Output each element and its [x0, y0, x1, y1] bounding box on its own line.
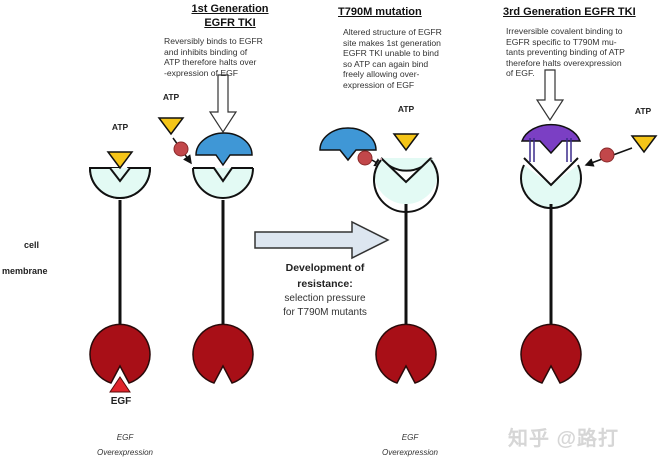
- panel-3-title: 3rd Generation EGFR TKI: [503, 6, 636, 18]
- egf-overexpression-1: EGF Overexpression: [85, 430, 165, 460]
- panel-2-description: Altered structure of EGFR site makes 1st…: [343, 27, 473, 90]
- atp-label-2: ATP: [162, 92, 180, 102]
- resistance-line2: resistance:: [297, 278, 353, 290]
- desc-line: -expression of EGF: [164, 67, 239, 78]
- desc-line: so ATP can again bind: [343, 58, 429, 69]
- panel-2-title: T790M mutation: [338, 6, 422, 18]
- membrane-label: membrane: [2, 266, 48, 276]
- desc-line: site makes 1st generation: [343, 37, 441, 48]
- atp-triangle-1: [106, 151, 134, 170]
- phosphate-4: [599, 147, 615, 163]
- egf-triangle: [109, 376, 131, 393]
- desc-line: Altered structure of EGFR: [343, 27, 442, 37]
- atp-triangle-4: [630, 135, 658, 154]
- tki-1st-gen-unbound: [319, 127, 377, 162]
- atp-triangle-2: [157, 117, 185, 136]
- receptor-4-mutant: [520, 157, 582, 384]
- cell-label: cell: [24, 240, 40, 250]
- receptor-3-mutant: [373, 157, 439, 384]
- desc-line: Irreversible covalent binding to: [506, 26, 623, 36]
- desc-line: EGFR TKI unable to bind: [343, 48, 439, 58]
- hollow-arrow-down-1: [208, 74, 238, 134]
- panel-1-description: Reversibly binds to EGFR and inhibits bi…: [164, 36, 304, 78]
- atp-triangle-3: [392, 133, 420, 152]
- panel-1-title-line1: 1st Generation: [191, 3, 269, 15]
- desc-line: Reversibly binds to EGFR: [164, 36, 263, 46]
- desc-line: expression of EGF: [343, 79, 415, 90]
- desc-line: of EGF.: [506, 68, 535, 78]
- hollow-arrow-down-2: [535, 69, 565, 122]
- atp-label-1: ATP: [111, 122, 129, 132]
- watermark: 知乎 @路打: [508, 428, 620, 450]
- panel-3-description: Irreversible covalent binding to EGFR sp…: [506, 26, 660, 79]
- egf-italic-3: EGF: [401, 433, 419, 442]
- desc-line: ATP therefore halts over: [164, 57, 257, 67]
- resistance-line4: for T790M mutants: [283, 307, 367, 318]
- receptor-1: [88, 167, 152, 384]
- desc-line: freely allowing over-: [343, 69, 420, 79]
- egf-label: EGF: [110, 396, 132, 407]
- resistance-line3: selection pressure: [284, 293, 366, 304]
- desc-line: tants preventing binding of ATP: [506, 47, 625, 57]
- egf-overexpression-3: EGF Overexpression: [370, 430, 450, 460]
- atp-label-4: ATP: [634, 106, 652, 116]
- atp-label-3: ATP: [397, 104, 415, 114]
- tki-3rd-gen: [520, 123, 582, 155]
- resistance-line1: Development of: [285, 262, 365, 274]
- desc-line: and inhibits binding of: [164, 46, 248, 57]
- receptor-1-base: [89, 323, 151, 384]
- panel-1-title-line2: EGFR TKI: [204, 17, 256, 29]
- covalent-bonds: [529, 138, 572, 162]
- egf-italic-1: EGF: [116, 433, 134, 442]
- overexpression-3: Overexpression: [381, 448, 439, 457]
- receptor-2: [192, 167, 254, 384]
- phosphate-3: [357, 150, 373, 166]
- desc-line: therefore halts overexpression: [506, 57, 622, 68]
- tki-1st-gen: [195, 132, 253, 167]
- desc-line: EGFR specific to T790M mu-: [506, 36, 617, 47]
- resistance-text: Development of resistance: selection pre…: [260, 260, 390, 320]
- resistance-arrow: [254, 220, 390, 260]
- overexpression-1: Overexpression: [96, 448, 154, 457]
- panel-1-title: 1st Generation EGFR TKI: [160, 2, 300, 30]
- phosphate-2: [173, 141, 189, 157]
